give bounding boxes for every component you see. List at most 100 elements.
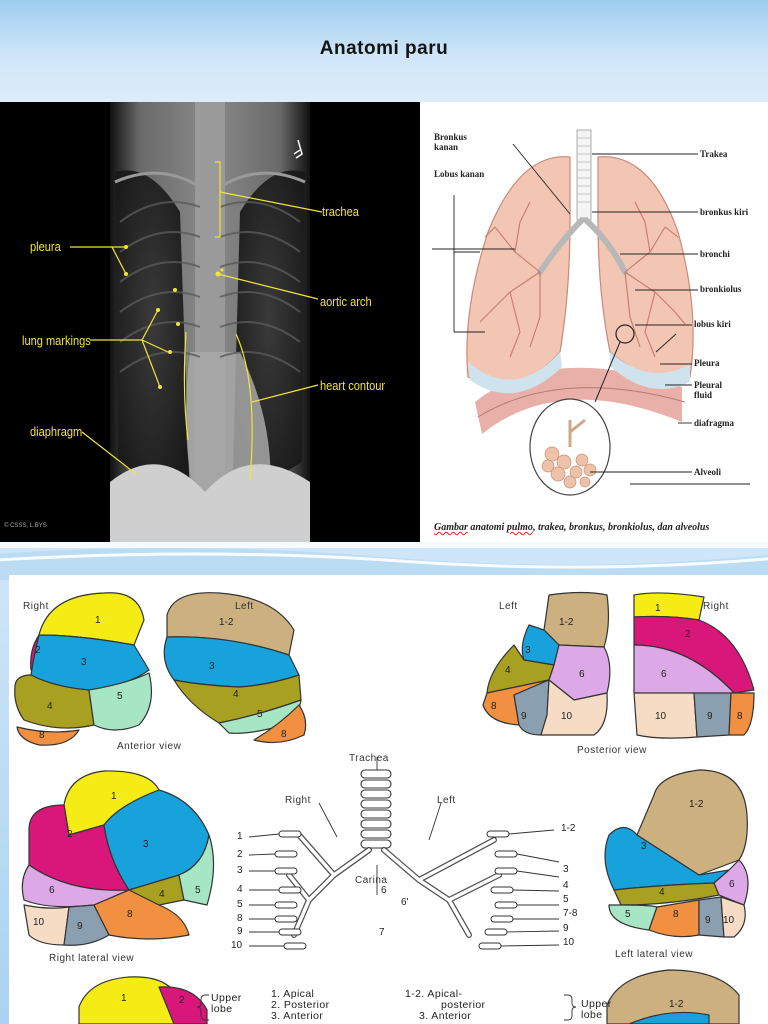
seg-num: 3 <box>81 657 87 668</box>
seg-num: 3 <box>143 839 149 850</box>
tree-num: 6 <box>381 885 387 896</box>
seg-num: 6 <box>729 879 735 890</box>
seg-num: 5 <box>117 691 123 702</box>
chest-xray-image: trachea pleura aortic arch lung markings… <box>0 102 420 542</box>
seg-num: 3 <box>641 841 647 852</box>
bronchopulmonary-segments-figure: Right Left Anterior view Left Right Post… <box>9 575 768 1024</box>
label-posterior-view: Posterior view <box>577 745 647 756</box>
seg-num: 8 <box>281 729 287 740</box>
tree-num: 3 <box>563 864 569 875</box>
xray-label-trachea: trachea <box>322 204 359 219</box>
seg-num: 2 <box>685 629 691 640</box>
seg-num: 4 <box>47 701 53 712</box>
xray-label-aortic-arch: aortic arch <box>320 294 372 309</box>
xray-label-diaphragm: diaphragm <box>30 424 82 439</box>
seg-num: 1-2 <box>689 799 703 810</box>
tree-num: 1-2 <box>561 823 575 834</box>
seg-num: 2 <box>179 995 185 1006</box>
seg-num: 1-2 <box>669 999 683 1010</box>
diagram-label-bronchi: bronchi <box>700 249 730 259</box>
tree-num: 7-8 <box>563 908 577 919</box>
seg-num: 4 <box>159 889 165 900</box>
tree-num: 1 <box>237 831 243 842</box>
diagram-label-pleura: Pleura <box>694 358 720 368</box>
tree-num: 9 <box>237 926 243 937</box>
seg-num: 9 <box>77 921 83 932</box>
tree-num: 6' <box>401 897 408 908</box>
tree-num: 8 <box>237 913 243 924</box>
seg-num: 2 <box>35 645 41 656</box>
tree-num: 4 <box>237 884 243 895</box>
seg-num: 1 <box>95 615 101 626</box>
seg-num: 9 <box>707 711 713 722</box>
diagram-label-trakea: Trakea <box>700 149 727 159</box>
seg-num: 9 <box>521 711 527 722</box>
xray-label-pleura: pleura <box>30 239 61 254</box>
seg-num: 1 <box>111 791 117 802</box>
label-left-posterior: Left <box>499 601 518 612</box>
seg-num: 5 <box>195 885 201 896</box>
diagram-label-bronkiolus: bronkiolus <box>700 284 741 294</box>
diagram-label-lobus-kanan: Lobus kanan <box>434 169 484 179</box>
label-right-anterior: Right <box>23 601 49 612</box>
seg-num: 1-2 <box>219 617 233 628</box>
xray-label-heart-contour: heart contour <box>320 378 385 393</box>
seg-num: 4 <box>233 689 239 700</box>
seg-num: 3 <box>209 661 215 672</box>
seg-num: 8 <box>737 711 743 722</box>
seg-num: 8 <box>127 909 133 920</box>
seg-num: 10 <box>561 711 572 722</box>
label-right-posterior: Right <box>703 601 729 612</box>
label-right-tree: Right <box>285 795 311 806</box>
seg-num: 6 <box>579 669 585 680</box>
xray-label-lung-markings: lung markings <box>22 333 91 348</box>
seg-num: 4 <box>659 887 665 898</box>
seg-num: 10 <box>723 915 734 926</box>
slide-title: Anatomi paru <box>0 38 768 60</box>
tree-num: 2 <box>237 849 243 860</box>
tree-num: 5 <box>563 894 569 905</box>
seg-num: 1 <box>655 603 661 614</box>
tree-num: 3 <box>237 865 243 876</box>
tree-num: 10 <box>231 940 242 951</box>
seg-num: 4 <box>505 665 511 676</box>
label-left-anterior: Left <box>235 601 254 612</box>
diagram-label-bronkus-kiri: bronkus kiri <box>700 207 748 217</box>
seg-num: 3 <box>525 645 531 656</box>
xray-copyright: © CSSS, L.BYS <box>4 523 47 529</box>
label-right-lateral-view: Right lateral view <box>49 953 134 964</box>
seg-num: 8 <box>39 730 45 741</box>
diagram-caption: Gambar anatomi pulmo, trakea, bronkus, b… <box>434 522 709 533</box>
seg-num: 5 <box>257 709 263 720</box>
diagram-label-alveoli: Alveoli <box>694 467 721 477</box>
legend-upper-lobe-left: Upperlobe <box>581 999 612 1021</box>
tree-num: 5 <box>237 899 243 910</box>
tree-num: 4 <box>563 880 569 891</box>
seg-num: 5 <box>625 909 631 920</box>
diagram-label-lobus-kiri: lobus kiri <box>694 319 731 329</box>
tree-num: 9 <box>563 923 569 934</box>
xray-drawing <box>0 102 420 542</box>
diagram-label-diafragma: diafragma <box>694 418 734 428</box>
seg-num: 10 <box>33 917 44 928</box>
label-trachea: Trachea <box>349 753 389 764</box>
tree-num: 10 <box>563 937 574 948</box>
label-anterior-view: Anterior view <box>117 741 181 752</box>
seg-num: 6 <box>661 669 667 680</box>
seg-num: 1 <box>121 993 127 1004</box>
seg-num: 9 <box>705 915 711 926</box>
seg-num: 2 <box>67 829 73 840</box>
seg-num: 1-2 <box>559 617 573 628</box>
tree-num: 7 <box>379 927 385 938</box>
seg-num: 6 <box>49 885 55 896</box>
seg-num: 10 <box>655 711 666 722</box>
label-left-lateral-view: Left lateral view <box>615 949 693 960</box>
label-left-tree: Left <box>437 795 456 806</box>
seg-num: 8 <box>491 701 497 712</box>
